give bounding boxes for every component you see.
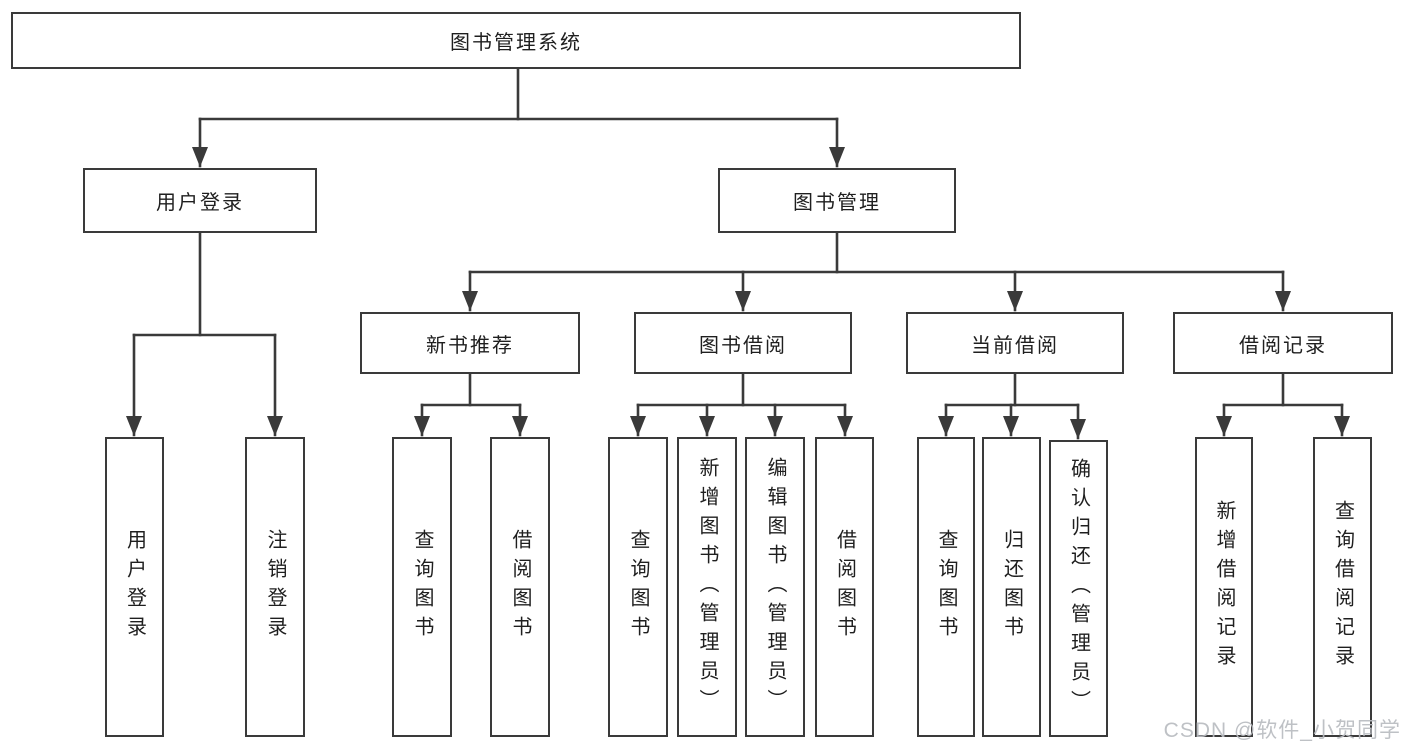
node-book-management-branch: 图书管理	[718, 168, 956, 233]
node-current-borrow: 当前借阅	[906, 312, 1124, 374]
leaf-query-books-recommend: 查询图书	[392, 437, 452, 737]
node-borrow-records: 借阅记录	[1173, 312, 1393, 374]
leaf-add-book-admin: 新增图书（管理员）	[677, 437, 737, 737]
leaf-add-borrow-record: 新增借阅记录	[1195, 437, 1253, 737]
leaf-return-books-label: 归还图书	[1000, 529, 1023, 645]
leaf-add-borrow-record-label: 新增借阅记录	[1213, 500, 1235, 674]
leaf-edit-book-admin-label: 编辑图书（管理员）	[764, 456, 786, 718]
leaf-user-login: 用户登录	[105, 437, 164, 737]
leaf-query-books-borrow: 查询图书	[608, 437, 668, 737]
leaf-borrow-books-recommend: 借阅图书	[490, 437, 550, 737]
leaf-query-books-recommend-label: 查询图书	[411, 529, 433, 645]
node-book-borrow: 图书借阅	[634, 312, 852, 374]
leaf-edit-book-admin: 编辑图书（管理员）	[745, 437, 805, 737]
leaf-borrow-books: 借阅图书	[815, 437, 874, 737]
leaf-logout: 注销登录	[245, 437, 305, 737]
leaf-query-books-borrow-label: 查询图书	[627, 529, 649, 645]
leaf-user-login-label: 用户登录	[123, 529, 146, 645]
leaf-add-book-admin-label: 新增图书（管理员）	[696, 456, 718, 718]
node-root: 图书管理系统	[11, 12, 1021, 69]
leaf-query-borrow-record-label: 查询借阅记录	[1331, 500, 1354, 674]
watermark: CSDN @软件_小贺同学	[1163, 719, 1401, 742]
node-new-book-recommend: 新书推荐	[360, 312, 580, 374]
leaf-borrow-books-label: 借阅图书	[833, 529, 856, 645]
leaf-borrow-books-recommend-label: 借阅图书	[509, 529, 531, 645]
leaf-query-books-current: 查询图书	[917, 437, 975, 737]
leaf-query-borrow-record: 查询借阅记录	[1313, 437, 1372, 737]
leaf-confirm-return-admin-label: 确认归还（管理员）	[1067, 458, 1090, 719]
leaf-return-books: 归还图书	[982, 437, 1041, 737]
node-user-login-branch: 用户登录	[83, 168, 317, 233]
leaf-query-books-current-label: 查询图书	[935, 529, 957, 645]
leaf-confirm-return-admin: 确认归还（管理员）	[1049, 440, 1108, 737]
leaf-logout-label: 注销登录	[264, 529, 286, 645]
